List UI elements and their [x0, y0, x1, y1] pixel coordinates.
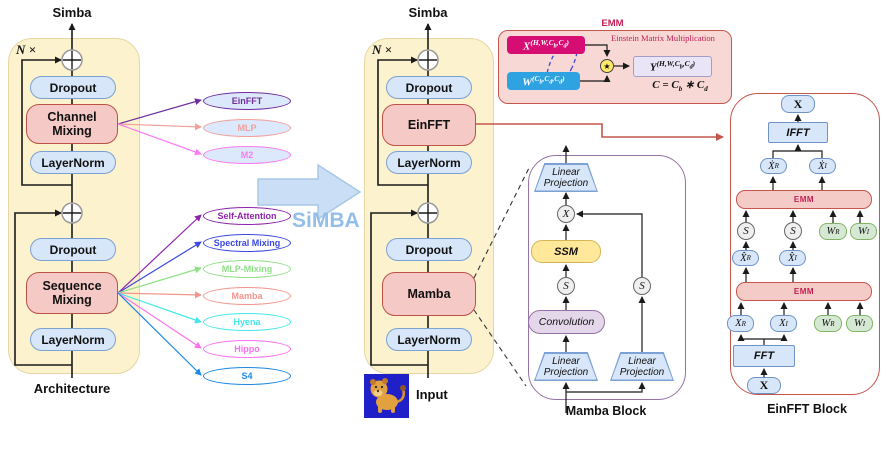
mamba-dashed-connectors — [473, 167, 530, 387]
big-transition-arrow — [257, 163, 362, 221]
mamba-linear-projection-left: Linear Projection — [534, 352, 598, 381]
left-layernorm1-block: LayerNorm — [30, 151, 116, 174]
block-pairing-dashed-ellipse — [545, 36, 579, 90]
emm-legend-title: EMM — [601, 17, 624, 29]
option-m2: M2 — [203, 146, 291, 164]
emm-star-operator: ★ — [600, 59, 614, 73]
option-arrows — [117, 98, 202, 376]
emm-x-tensor: X(H,W,Cb,Cd) — [507, 36, 585, 54]
left-repeat-label: N × — [16, 42, 37, 57]
left-dropout2-block: Dropout — [30, 238, 116, 261]
einfft-x-input: X — [747, 377, 781, 394]
mamba-layer-block: Mamba — [382, 272, 476, 316]
mid-repeat-label: N × — [372, 42, 393, 57]
left-caption: Architecture — [33, 380, 111, 396]
channel-mixing-block: Channel Mixing — [26, 104, 118, 144]
einfft-xhat-i: X̂I — [779, 250, 806, 266]
emm-equation: C = Cb ∗ Cd — [652, 79, 708, 94]
option-hyena: Hyena — [203, 313, 291, 331]
option-mlp-mixing: MLP-Mixing — [203, 260, 291, 278]
mid-output-label: Simba — [408, 4, 448, 20]
einfft-fft-block: FFT — [733, 345, 795, 367]
mamba-linear-projection-top: Linear Projection — [534, 163, 598, 192]
einfft-s-node-1: S — [737, 222, 755, 240]
einfft-block-caption: EinFFT Block — [767, 401, 847, 416]
mamba-linear-projection-right: Linear Projection — [610, 352, 674, 381]
emm-y-tensor: Y(H,W,Cb,Cd) — [633, 56, 712, 77]
mid-dropout1-block: Dropout — [386, 76, 472, 99]
einfft-block-panel — [730, 93, 880, 395]
sequence-mixing-block: Sequence Mixing — [26, 272, 118, 314]
option-einfft: EinFFT — [203, 92, 291, 110]
mid-layernorm2-block: LayerNorm — [386, 328, 472, 351]
mid-layernorm1-block: LayerNorm — [386, 151, 472, 174]
einfft-x-output: X — [781, 95, 815, 113]
mamba-convolution-block: Convolution — [528, 310, 605, 334]
mamba-block-caption: Mamba Block — [565, 403, 647, 418]
mid-dropout2-block: Dropout — [386, 238, 472, 261]
emm-legend-subtitle: Einstein Matrix Multiplication — [611, 33, 715, 43]
mamba-x-node: X — [557, 205, 575, 223]
mamba-ssm-block: SSM — [531, 240, 601, 263]
option-s4: S4 — [203, 367, 291, 385]
left-output-label: Simba — [52, 4, 92, 20]
einfft-xhat-r: X̂R — [732, 250, 759, 266]
add-nodes — [61, 49, 439, 224]
input-caption: Input — [416, 387, 448, 402]
option-spectral-mixing: Spectral Mixing — [203, 234, 291, 252]
emm-legend-wires — [580, 44, 630, 82]
einfft-s-node-2: S — [784, 222, 802, 240]
left-dropout1-block: Dropout — [30, 76, 116, 99]
lion-input-image — [364, 374, 409, 418]
option-hippo: Hippo — [203, 340, 291, 358]
emm-w-tensor: W(Cb,Cd,Cd) — [507, 72, 580, 90]
einfft-ifft-block: IFFT — [768, 122, 828, 143]
simba-transition-label: SiMBA — [292, 209, 360, 232]
left-layernorm2-block: LayerNorm — [30, 328, 116, 351]
einfft-emm-bar-upper: EMM — [736, 190, 872, 209]
option-self-attention: Self-Attention — [203, 207, 291, 225]
einfft-layer-block: EinFFT — [382, 104, 476, 146]
mamba-block-wires — [562, 145, 646, 413]
einfft-connector — [474, 123, 724, 141]
option-mlp: MLP — [203, 119, 291, 137]
mamba-s-node-right: S — [633, 277, 651, 295]
option-mamba: Mamba — [203, 287, 291, 305]
mamba-s-node-left: S — [557, 277, 575, 295]
einfft-block-wires — [737, 114, 864, 377]
einfft-emm-bar-lower: EMM — [736, 282, 872, 301]
